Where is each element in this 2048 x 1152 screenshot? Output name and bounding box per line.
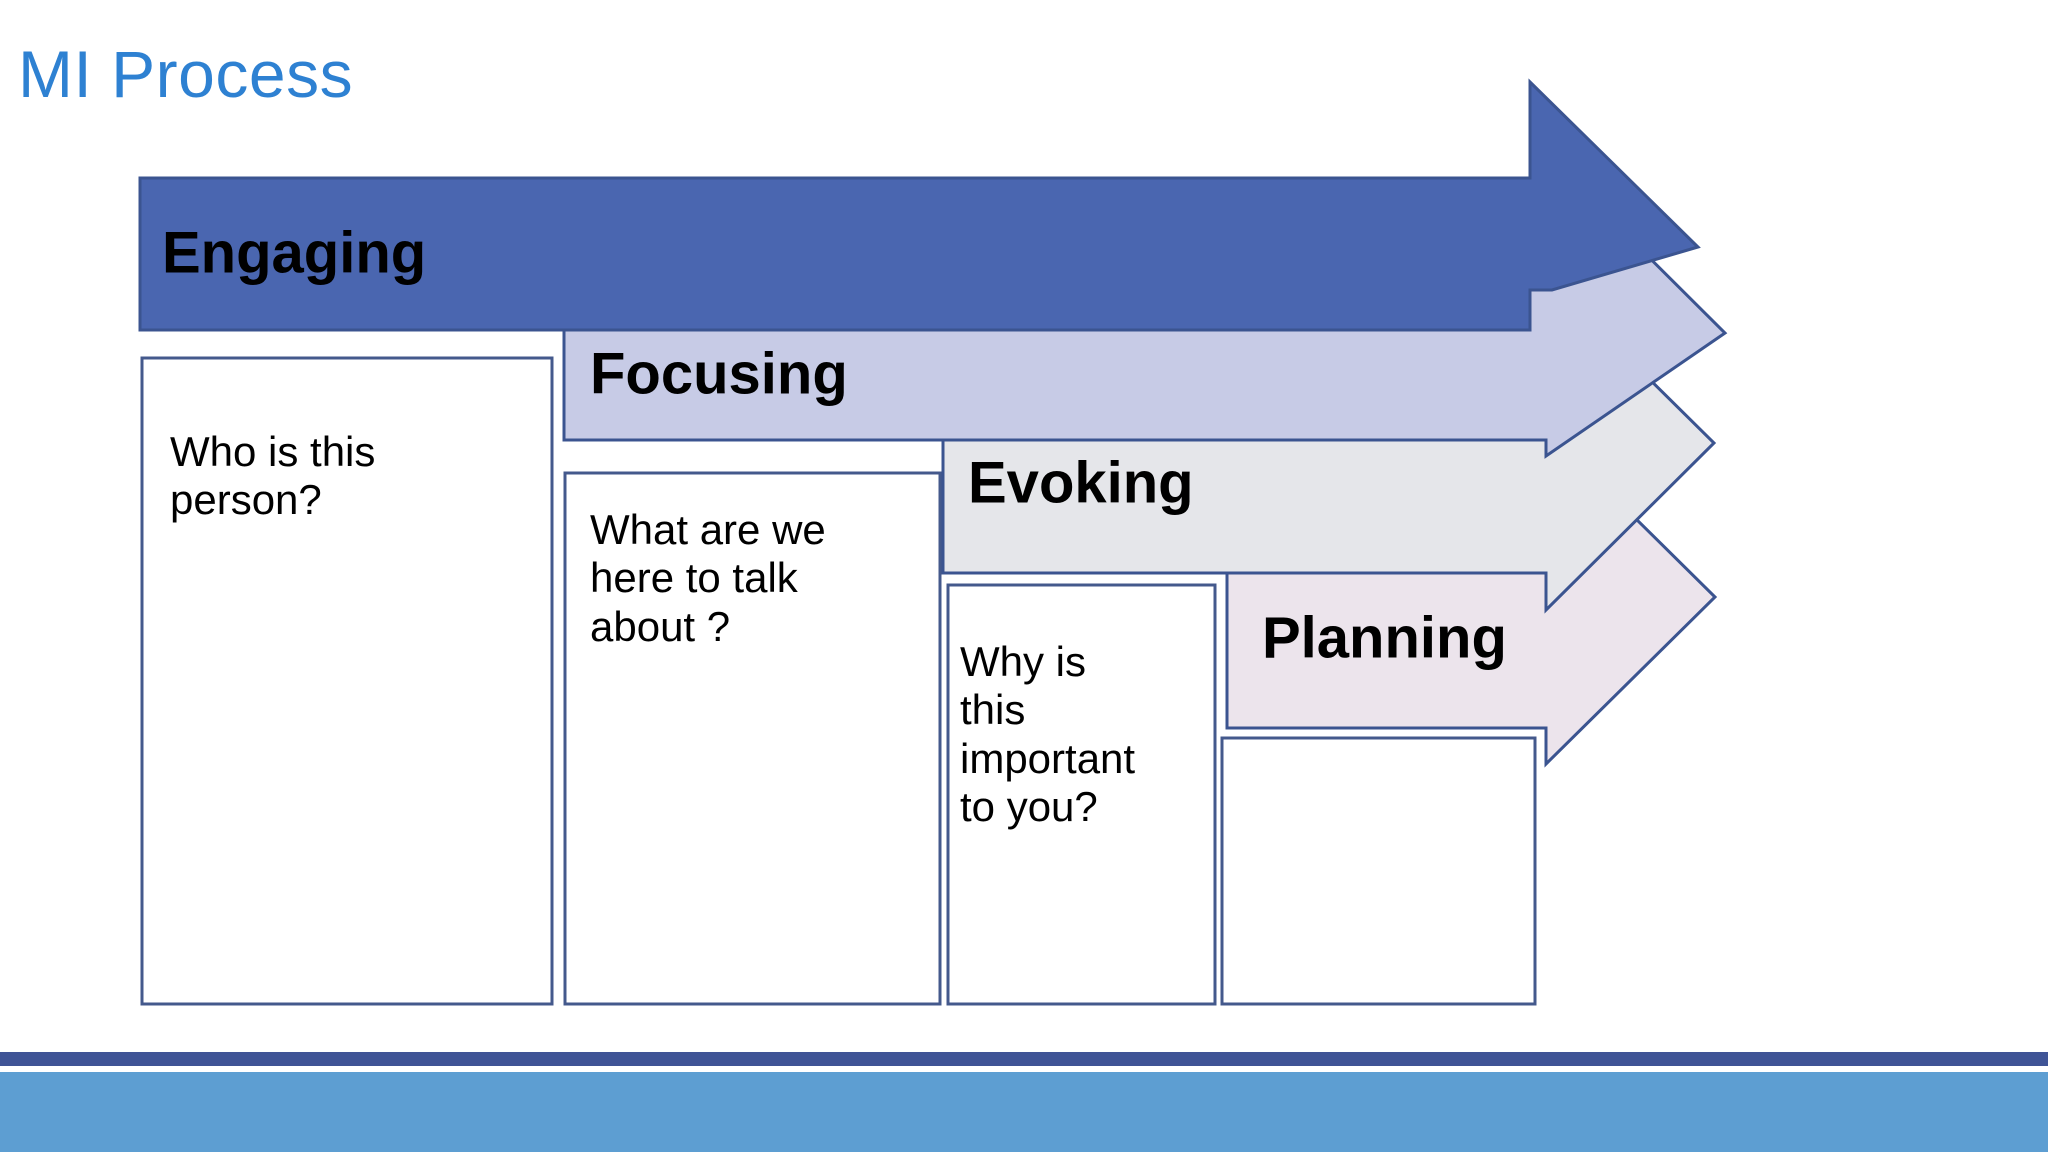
arrow-label-focusing: Focusing [590,341,848,406]
arrow-label-planning: Planning [1262,605,1507,670]
mi-process-diagram: Planning Evoking Focusing Engaging [138,78,1728,1006]
detail-box-planning[interactable] [1220,736,1537,1006]
arrow-engaging[interactable] [138,78,1701,332]
detail-box-focusing[interactable] [563,471,942,1006]
page-title: MI Process [18,37,354,111]
detail-text-evoking: Why is this important to you? [960,638,1136,830]
detail-box-engaging[interactable] [140,356,554,1006]
arrow-label-engaging: Engaging [162,220,426,285]
detail-box-evoking[interactable] [946,583,1217,1006]
arrow-label-evoking: Evoking [968,450,1194,515]
footer-divider [0,1066,2048,1072]
footer-accent-bar [0,1052,2048,1066]
footer-band [0,1072,2048,1152]
detail-text-focusing: What are we here to talk about ? [590,506,826,650]
detail-text-engaging: Who is this person? [170,428,376,524]
